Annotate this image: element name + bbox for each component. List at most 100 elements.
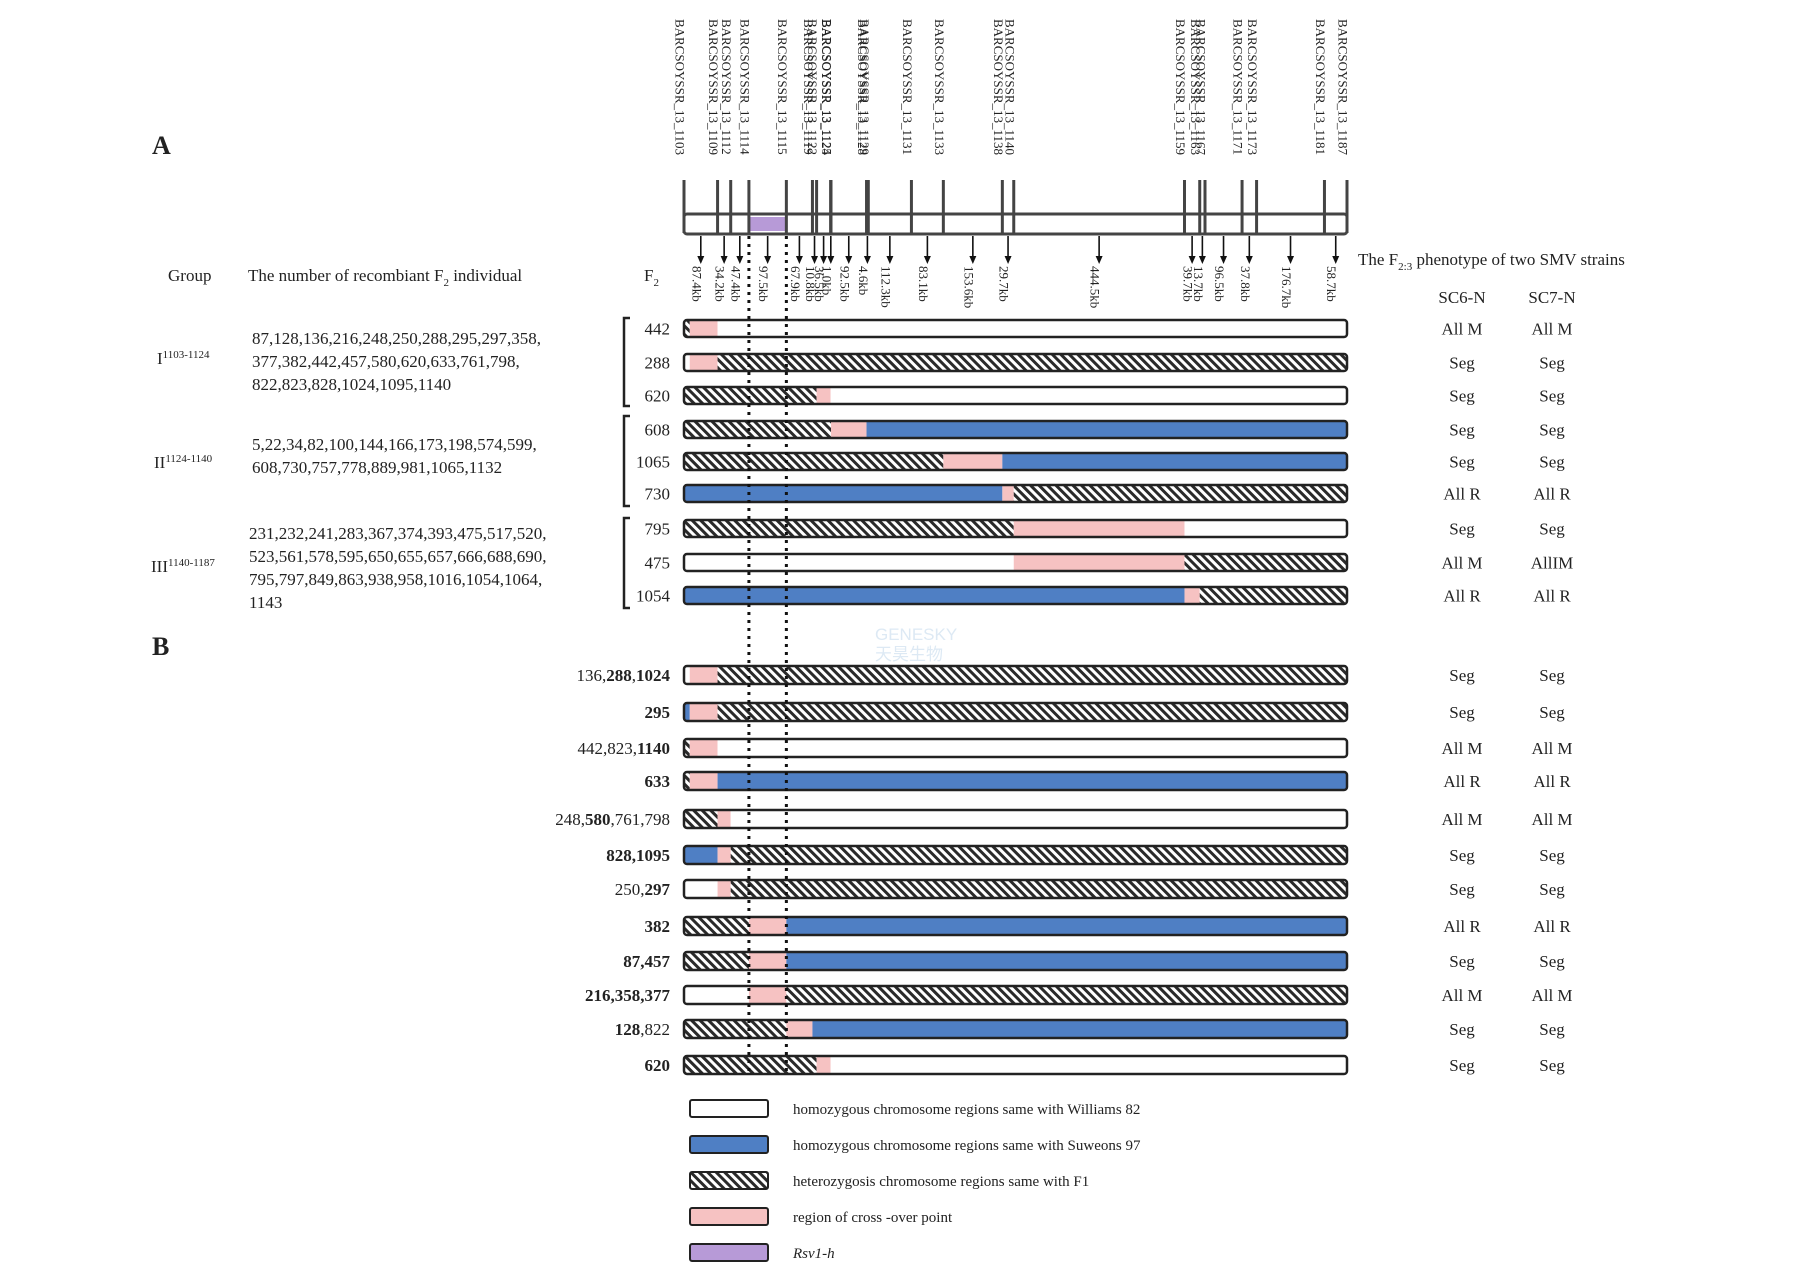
distance-label: 34.2kb xyxy=(713,266,728,302)
phenotype-sc6n: Seg xyxy=(1449,354,1475,373)
f2-individual-label: 248,580,761,798 xyxy=(555,810,670,829)
legend-swatch xyxy=(689,1171,769,1190)
phenotype-sc7n: All R xyxy=(1533,917,1571,936)
haplotype-bar-outline xyxy=(682,808,1349,830)
recombinant-list: 523,561,578,595,650,655,657,666,688,690, xyxy=(249,547,547,566)
haplotype-bar-outline xyxy=(682,483,1349,504)
recombinant-header: The number of recombiant F2 individual xyxy=(248,266,522,289)
legend-label: heterozygosis chromosome regions same wi… xyxy=(793,1174,1089,1190)
phenotype-sc7n: Seg xyxy=(1539,1056,1565,1075)
crossover-segment xyxy=(786,1020,813,1038)
phenotype-sc6n: All R xyxy=(1443,917,1481,936)
distance-label: 87.4kb xyxy=(689,266,704,302)
arrow-head-icon xyxy=(697,256,705,264)
heterozygous-segment xyxy=(730,846,1347,864)
haplotype-bar-outline xyxy=(682,552,1349,573)
haplotype-row-b: 136,288,1024 Seg Seg xyxy=(577,664,1565,686)
panel-label-b: B xyxy=(152,632,169,661)
legend-label: homozygous chromosome regions same with … xyxy=(793,1138,1141,1154)
phenotype-sc6n: Seg xyxy=(1449,421,1475,440)
f2-individual-label: 442 xyxy=(645,320,671,339)
legend: homozygous chromosome regions same with … xyxy=(689,1099,1141,1262)
phenotype-sc7n: All M xyxy=(1531,739,1572,758)
recombinant-list: 795,797,849,863,938,958,1016,1054,1064, xyxy=(249,570,542,589)
phenotype-sc6n: Seg xyxy=(1449,703,1475,722)
phenotype-sc6n: Seg xyxy=(1449,520,1475,539)
arrow-head-icon xyxy=(969,256,977,264)
crossover-segment xyxy=(1184,587,1200,604)
williams82-segment xyxy=(684,554,1014,571)
phenotype-sc7n: Seg xyxy=(1539,666,1565,685)
phenotype-sc6n: Seg xyxy=(1449,880,1475,899)
f2-individual-label: 442,823,1140 xyxy=(577,739,670,758)
marker-label: BARCSOYSSR_13_1109 xyxy=(706,19,721,155)
distance-label: 36.5kb xyxy=(812,266,827,302)
f2-individual-label: 620 xyxy=(645,1056,671,1075)
f2-individual-label: 136,288,1024 xyxy=(577,666,671,685)
crossover-segment xyxy=(717,846,731,864)
arrow-head-icon xyxy=(1245,256,1253,264)
haplotype-bar-outline xyxy=(682,770,1349,792)
f2-individual-label: 288 xyxy=(645,354,671,373)
distance-label: 13.7kb xyxy=(1191,266,1206,302)
crossover-segment xyxy=(689,666,718,684)
rsv1h-region xyxy=(748,217,787,231)
phenotype-sc6n: Seg xyxy=(1449,1020,1475,1039)
marker-label: BARCSOYSSR_13_1114 xyxy=(737,19,752,155)
arrow-head-icon xyxy=(1332,256,1340,264)
arrow-head-icon xyxy=(811,256,819,264)
haplotype-bar-outline xyxy=(682,1018,1349,1040)
f2-individual-label: 1054 xyxy=(636,587,671,606)
suweon97-segment xyxy=(1002,453,1347,470)
arrow-head-icon xyxy=(923,256,931,264)
f2-individual-label: 216,358,377 xyxy=(585,986,671,1005)
phenotype-sc7n: Seg xyxy=(1539,880,1565,899)
suweon97-segment xyxy=(684,587,1185,604)
marker-label: BARCSOYSSR_13_1131 xyxy=(900,19,915,155)
haplotype-bar-outline xyxy=(682,385,1349,406)
phenotype-sc6n: Seg xyxy=(1449,666,1475,685)
phenotype-sc6n: All M xyxy=(1441,739,1482,758)
panel-label-a: A xyxy=(152,131,171,160)
phenotype-sc6n: Seg xyxy=(1449,846,1475,865)
suweon97-segment xyxy=(684,485,1003,502)
williams82-segment xyxy=(684,880,718,898)
distance-label: 1.0kb xyxy=(819,266,834,295)
heterozygous-segment xyxy=(717,703,1347,721)
marker-label: BARCSOYSSR_13_1138 xyxy=(991,19,1006,155)
heterozygous-segment xyxy=(684,739,690,757)
haplotype-bar-outline xyxy=(682,701,1349,723)
marker-label: BARCSOYSSR_13_1171 xyxy=(1231,19,1246,155)
bracket-group-3 xyxy=(622,516,630,610)
phenotype-sc7n: All M xyxy=(1531,320,1572,339)
f2-individual-label: 1065 xyxy=(636,453,670,472)
haplotype-bar-outline xyxy=(682,950,1349,972)
phenotype-sc7n: All R xyxy=(1533,485,1571,504)
f2-individual-label: 828,1095 xyxy=(606,846,670,865)
heterozygous-segment xyxy=(1199,587,1347,604)
f2-individual-label: 795 xyxy=(645,520,671,539)
strain-sc6n-header: SC6-N xyxy=(1438,288,1485,307)
strain-sc7n-header: SC7-N xyxy=(1528,288,1575,307)
recombinant-list: 5,22,34,82,100,144,166,173,198,574,599, xyxy=(252,435,537,454)
distance-label: 444.5kb xyxy=(1088,266,1103,308)
bracket-group-2 xyxy=(622,414,630,508)
distance-label: 10.8kb xyxy=(803,266,818,302)
recombinant-list: 608,730,757,778,889,981,1065,1132 xyxy=(252,458,502,477)
haplotype-bar-outline xyxy=(682,419,1349,440)
heterozygous-segment xyxy=(717,666,1347,684)
legend-swatch xyxy=(689,1099,769,1118)
marker-label: BARCSOYSSR_13_1125 xyxy=(819,19,834,155)
group-1: I1103-1124 87,128,136,216,248,250,288,29… xyxy=(157,329,541,394)
heterozygous-segment xyxy=(684,772,690,790)
suweon97-segment xyxy=(866,421,1347,438)
phenotype-sc6n: Seg xyxy=(1449,453,1475,472)
crossover-segment xyxy=(689,354,718,371)
arrow-head-icon xyxy=(720,256,728,264)
